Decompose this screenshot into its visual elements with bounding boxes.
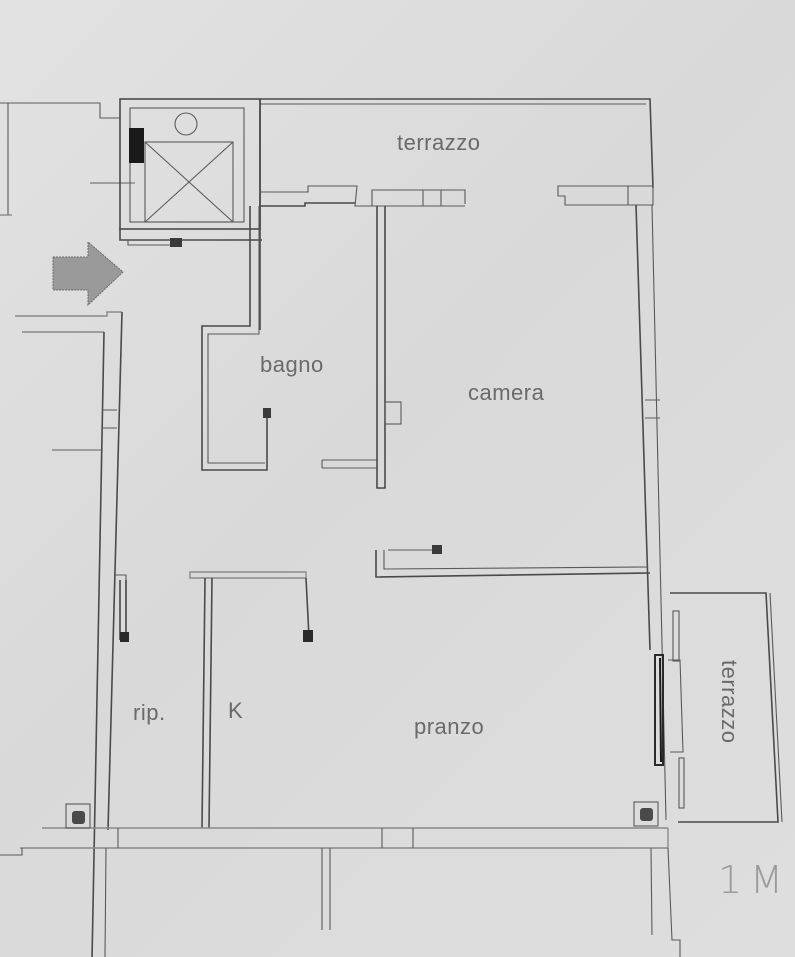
room-label-camera: camera <box>468 380 545 405</box>
room-label-rip: rip. <box>133 700 166 725</box>
corridor-walls <box>0 102 135 216</box>
room-label-kitchen: K <box>228 698 244 723</box>
rip-door <box>115 574 129 642</box>
elevator-shaft <box>119 98 262 247</box>
room-label-bagno: bagno <box>260 352 324 377</box>
camera-pranzo-wall <box>375 545 651 578</box>
side-terrace <box>654 592 783 823</box>
bottom-outer-wall <box>0 801 681 957</box>
room-label-terrazzo-side: terrazzo <box>717 660 742 744</box>
terrace-facade-wall <box>260 185 654 207</box>
counterweight-block <box>129 128 144 163</box>
terrace-top-outline <box>259 98 654 330</box>
bagno-walls <box>201 206 402 489</box>
kitchen-walls <box>189 571 313 829</box>
left-corridor-walls <box>15 311 123 957</box>
room-label-pranzo: pranzo <box>414 714 485 739</box>
handwritten-annotation: 1M <box>718 858 791 902</box>
room-label-terrazzo-top: terrazzo <box>397 130 481 155</box>
entrance-arrow-icon <box>52 240 124 307</box>
